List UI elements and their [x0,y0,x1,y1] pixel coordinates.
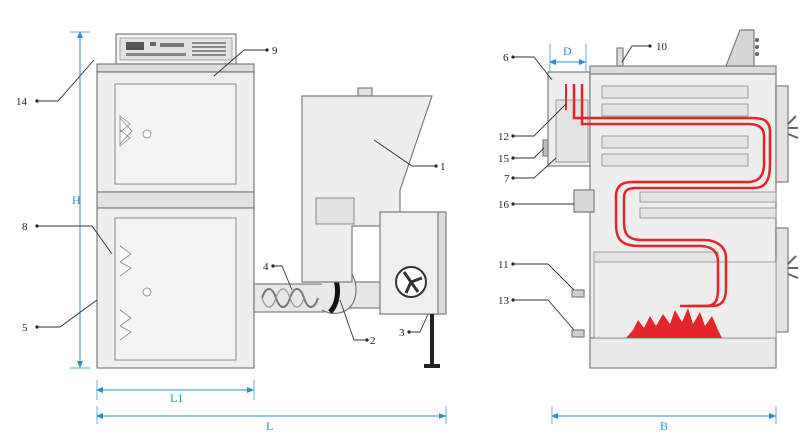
callout-13: 13 [498,295,510,307]
callout-10: 10 [656,41,668,53]
callout-7: 7 [504,173,510,185]
dimension-d: D [563,44,572,58]
flame [626,308,722,338]
dimension-b: B [660,419,668,432]
boiler-body [96,63,255,369]
callout-4: 4 [263,261,269,273]
callout-9: 9 [272,45,278,57]
callout-3: 3 [399,327,405,339]
callout-15: 15 [498,153,510,165]
callout-16: 16 [498,199,510,211]
flue-gas-path [565,84,772,308]
callout-8: 8 [22,221,28,233]
fan-unit [379,211,447,368]
callout-14: 14 [16,96,28,108]
dimension-l: L [266,419,273,432]
controller-panel [115,33,237,65]
pellet-hopper [301,87,433,283]
callout-leaders [35,44,652,342]
callout-12: 12 [498,131,509,143]
auger-tube [253,283,325,313]
front-view [96,33,447,369]
dimension-h: H [72,193,81,207]
callout-2: 2 [370,335,376,347]
callout-6: 6 [503,52,509,64]
callout-11: 11 [498,259,509,271]
callout-1: 1 [440,161,446,173]
side-view [542,29,799,369]
dimension-l1: L1 [170,391,183,405]
callout-5: 5 [22,322,28,334]
